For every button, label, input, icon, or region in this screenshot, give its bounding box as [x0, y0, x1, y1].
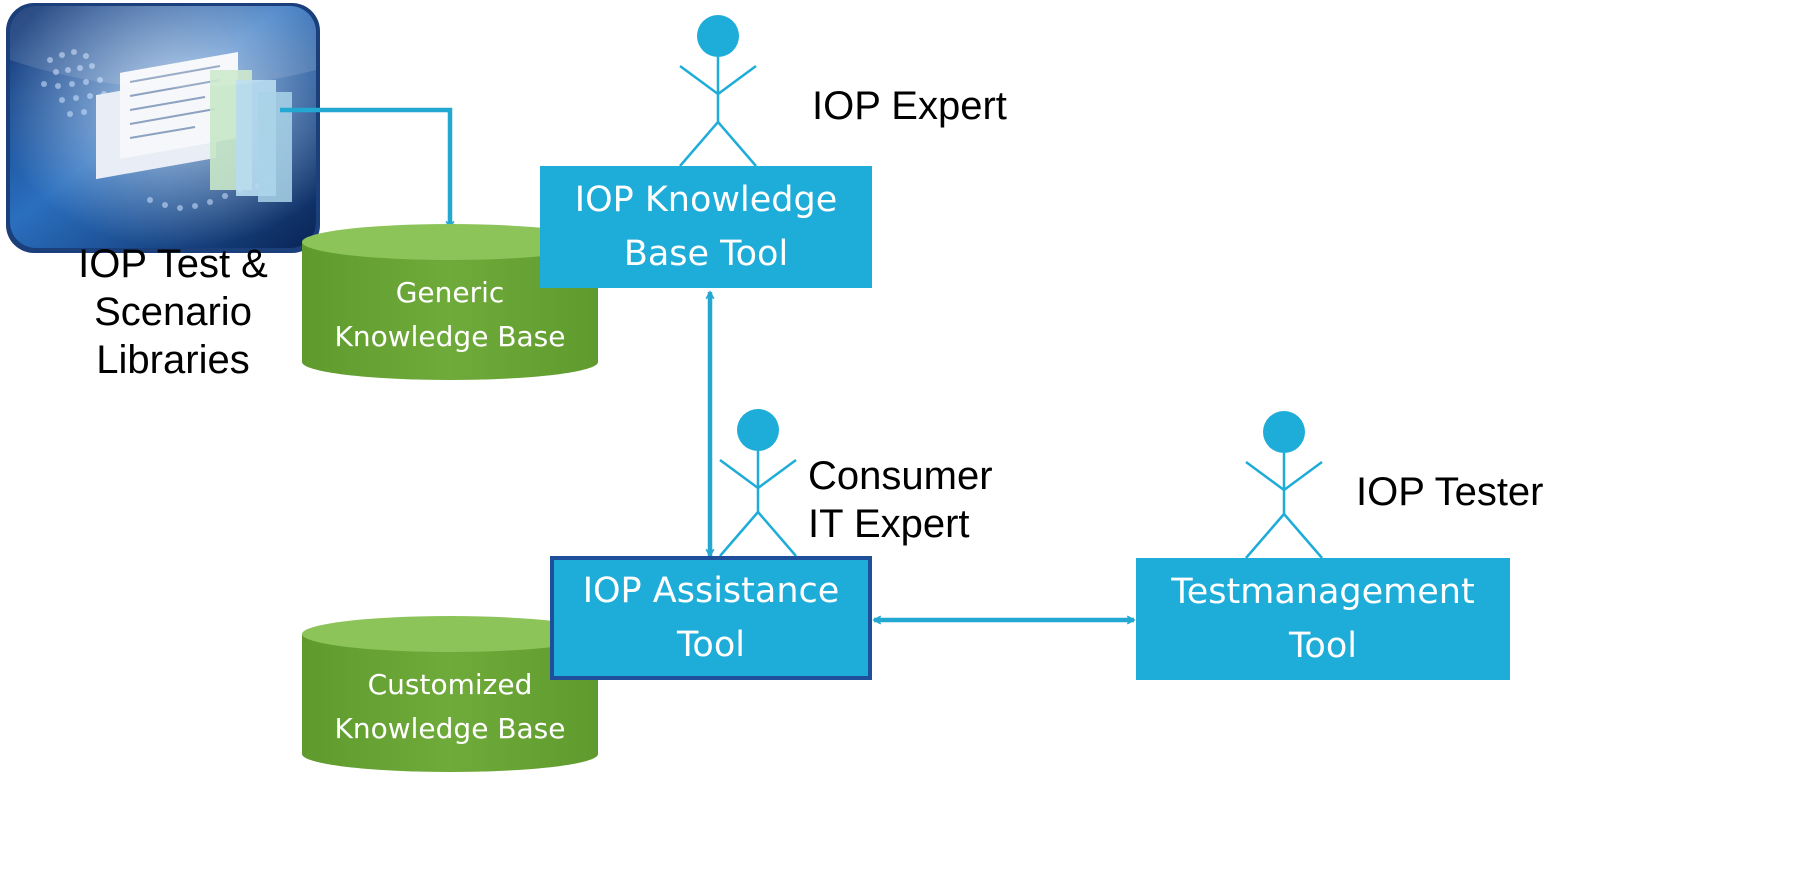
iop-expert-label: IOP Expert	[812, 82, 1007, 130]
iop-tester-line-1: IOP Tester	[1356, 470, 1544, 514]
iop-expert-line-1: IOP Expert	[812, 84, 1007, 128]
library-label-line-1: IOP Test &	[78, 242, 268, 286]
customized-kb-cylinder	[302, 616, 598, 772]
library-image	[6, 3, 320, 253]
assistance-tool-line-2: Tool	[677, 625, 745, 665]
testmanagement-tool-line-1: Testmanagement	[1171, 572, 1475, 612]
generic-kb-cylinder	[302, 224, 598, 380]
consumer-expert-line-1: Consumer	[808, 454, 993, 498]
testmanagement-tool-box[interactable]: Testmanagement Tool	[1136, 558, 1510, 680]
library-label-line-2: Scenario	[94, 290, 252, 334]
assistance-tool-line-1: IOP Assistance	[582, 571, 840, 611]
consumer-expert-label: Consumer IT Expert	[808, 452, 993, 548]
generic-kb-line-1: Generic	[395, 276, 505, 309]
iop-expert-actor-icon	[679, 15, 757, 167]
library-label: IOP Test & Scenario Libraries	[28, 240, 318, 384]
customized-kb-text: Customized Knowledge Base	[302, 658, 598, 756]
connector-library-to-generic-kb	[280, 107, 450, 228]
assistance-tool-box[interactable]: IOP Assistance Tool	[550, 556, 872, 680]
iop-tester-actor-icon	[1245, 411, 1323, 559]
iop-tester-label: IOP Tester	[1356, 468, 1544, 516]
library-label-line-3: Libraries	[96, 338, 250, 382]
consumer-expert-actor-icon	[719, 409, 797, 557]
consumer-expert-line-2: IT Expert	[808, 502, 970, 546]
knowledge-base-tool-box[interactable]: IOP Knowledge Base Tool	[540, 166, 872, 288]
generic-kb-line-2: Knowledge Base	[334, 320, 566, 353]
knowledge-tool-line-1: IOP Knowledge	[574, 180, 838, 220]
customized-kb-line-1: Customized	[367, 668, 533, 701]
generic-kb-text: Generic Knowledge Base	[302, 266, 598, 364]
knowledge-tool-line-2: Base Tool	[623, 234, 789, 274]
customized-kb-line-2: Knowledge Base	[334, 712, 566, 745]
testmanagement-tool-line-2: Tool	[1289, 626, 1357, 666]
